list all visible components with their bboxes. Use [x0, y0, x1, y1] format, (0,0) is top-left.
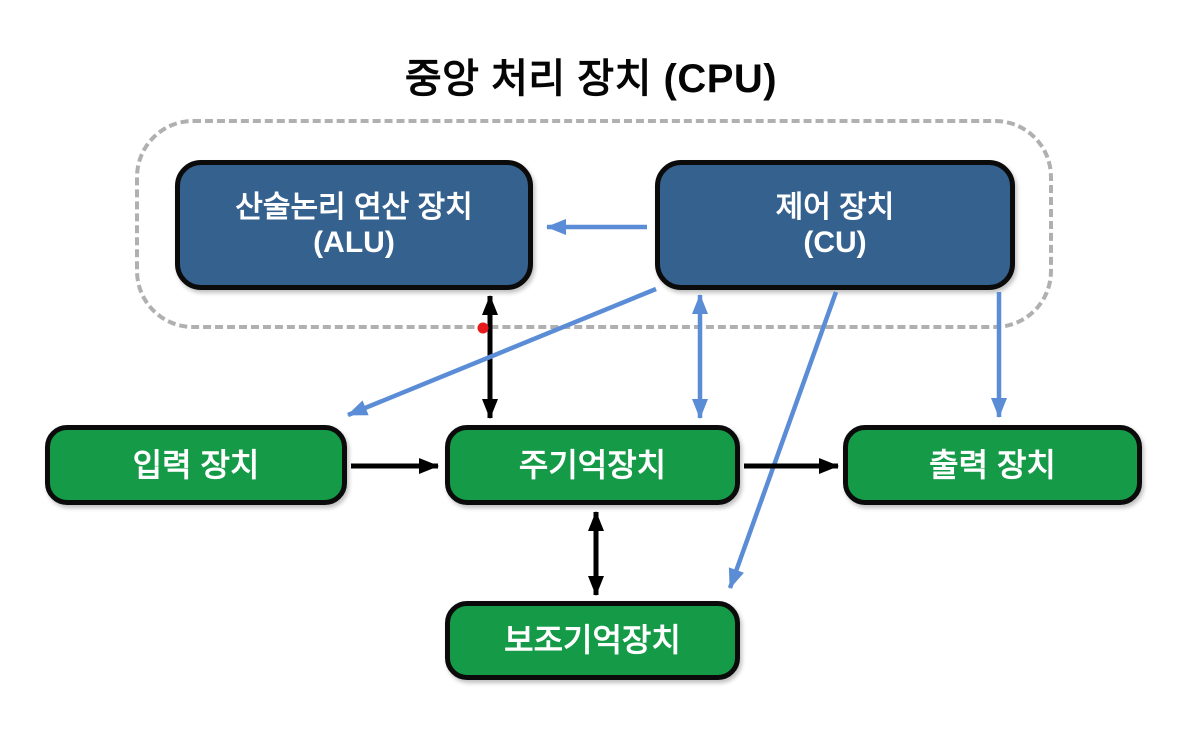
alu-label-line1: 산술논리 연산 장치	[235, 191, 473, 224]
main-memory-box: 주기억장치	[445, 425, 740, 505]
arrow-cu-to-aux-memory	[727, 291, 839, 589]
aux-memory-label: 보조기억장치	[504, 622, 681, 658]
main-memory-label: 주기억장치	[518, 446, 667, 483]
cu-label-line2: (CU)	[803, 226, 867, 259]
input-device-label: 입력 장치	[132, 446, 260, 483]
alu-box: 산술논리 연산 장치 (ALU)	[175, 160, 533, 290]
diagram-title: 중앙 처리 장치 (CPU)	[404, 57, 778, 101]
output-device-label: 출력 장치	[929, 446, 1056, 483]
output-device-box: 출력 장치	[843, 425, 1142, 505]
input-device-box: 입력 장치	[45, 425, 347, 505]
cu-label-line1: 제어 장치	[775, 191, 895, 224]
aux-memory-box: 보조기억장치	[445, 601, 740, 680]
alu-label-line2: (ALU)	[313, 226, 395, 259]
cu-box: 제어 장치 (CU)	[655, 160, 1015, 290]
